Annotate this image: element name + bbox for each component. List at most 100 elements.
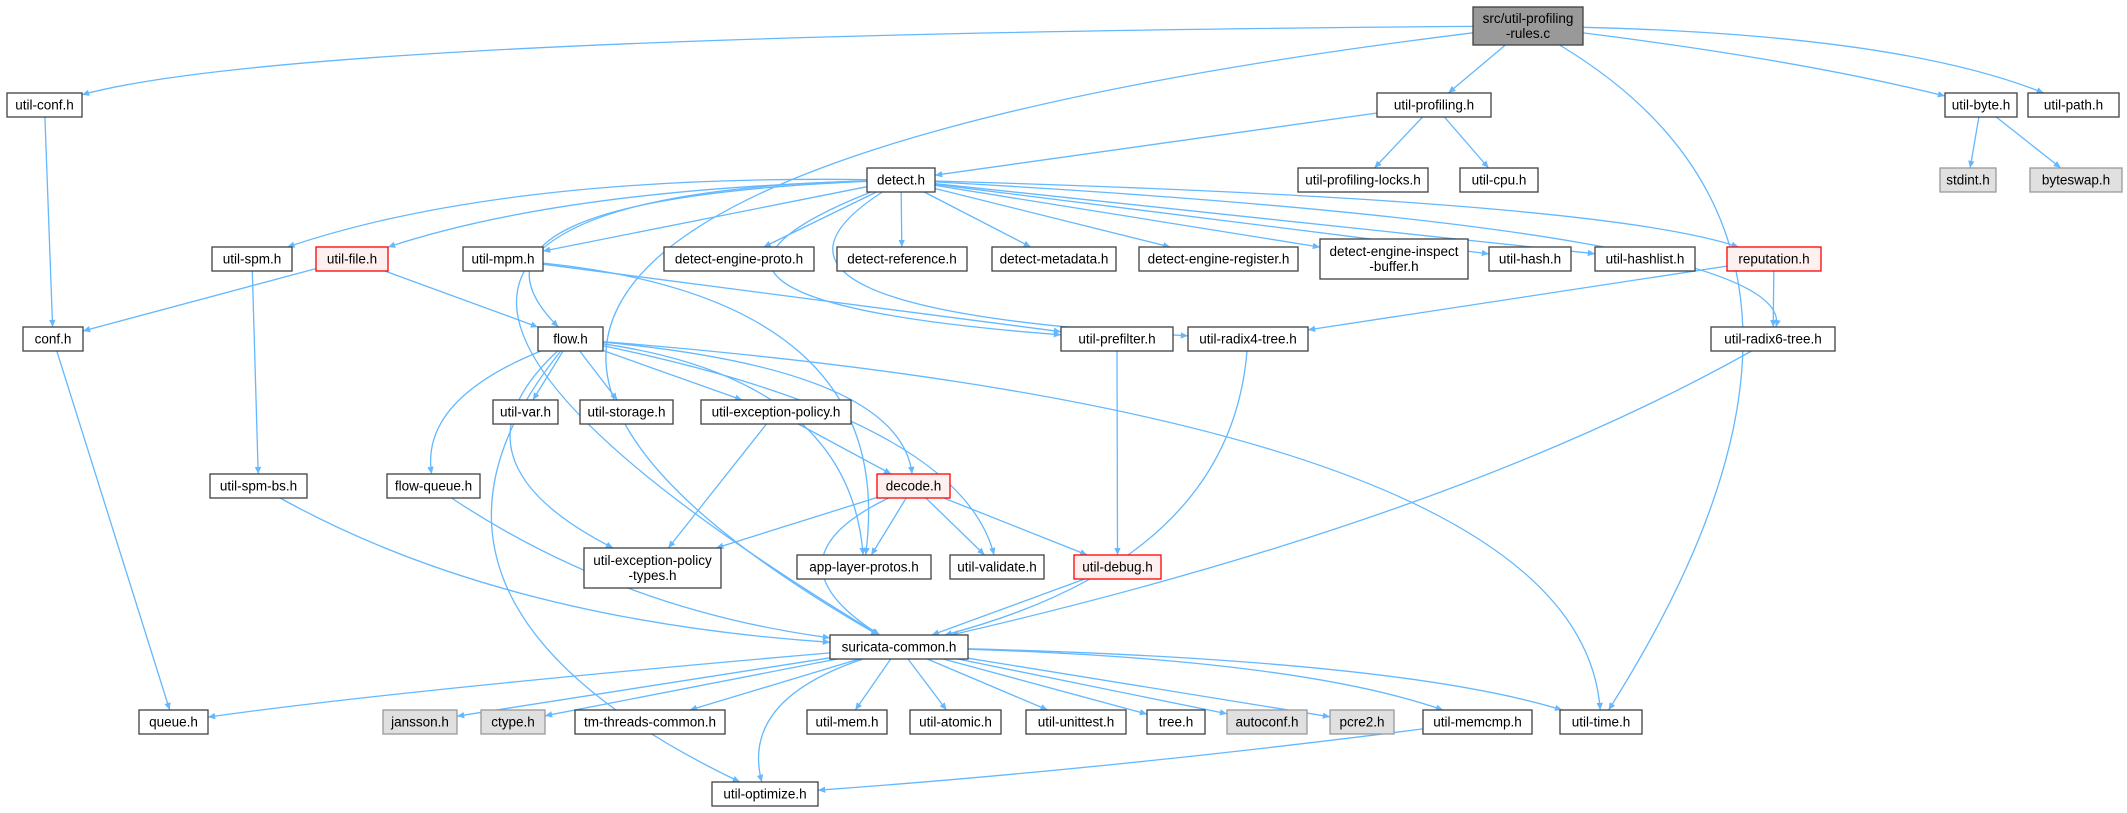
node-reputation[interactable]: reputation.h <box>1726 246 1822 272</box>
edge-suricata-common-to-util-time <box>967 648 1563 711</box>
node-util-byte[interactable]: util-byte.h <box>1944 92 2018 118</box>
node-box <box>1146 709 1206 735</box>
node-util-mem[interactable]: util-mem.h <box>806 709 888 735</box>
node-util-cpu[interactable]: util-cpu.h <box>1459 167 1539 193</box>
node-box <box>315 246 389 272</box>
node-detect-engine-register[interactable]: detect-engine-register.h <box>1138 246 1299 272</box>
node-suricata-common[interactable]: suricata-common.h <box>829 634 969 660</box>
node-label: util-time.h <box>1572 715 1631 730</box>
node-box <box>1944 92 2018 118</box>
edge-suricata-common-to-ctype <box>544 658 838 718</box>
node-label: jansson.h <box>390 715 449 730</box>
node-util-time[interactable]: util-time.h <box>1559 709 1643 735</box>
node-label: util-debug.h <box>1082 560 1153 575</box>
node-util-atomic[interactable]: util-atomic.h <box>909 709 1002 735</box>
node-ctype: ctype.h <box>480 709 546 735</box>
edge-util-profiling-to-util-profiling-locks <box>1373 116 1424 169</box>
edge-util-mpm-to-util-prefilter <box>542 263 1062 334</box>
node-util-unittest[interactable]: util-unittest.h <box>1025 709 1127 735</box>
node-detect-engine-proto[interactable]: detect-engine-proto.h <box>663 246 815 272</box>
node-util-exception-policy-types[interactable]: util-exception-policy-types.h <box>583 547 722 589</box>
edge-util-file-to-conf <box>82 267 317 333</box>
node-util-profiling[interactable]: util-profiling.h <box>1376 92 1492 118</box>
node-label: util-mpm.h <box>471 252 534 267</box>
edge-util-spm-to-util-spm-bs <box>251 270 262 475</box>
edge-suricata-common-to-tree <box>943 658 1148 716</box>
node-flow[interactable]: flow.h <box>537 326 604 352</box>
node-flow-queue[interactable]: flow-queue.h <box>386 473 481 499</box>
node-util-path[interactable]: util-path.h <box>2027 92 2120 118</box>
node-box <box>382 709 458 735</box>
edge-root-to-util-byte <box>1582 32 1946 98</box>
node-label: ctype.h <box>491 715 535 730</box>
edge-util-byte-to-byteswap <box>1995 116 2062 169</box>
node-util-hashlist[interactable]: util-hashlist.h <box>1594 246 1696 272</box>
node-decode[interactable]: decode.h <box>876 473 951 499</box>
edge-flow-to-util-exception-policy-types <box>509 350 614 549</box>
node-root[interactable]: src/util-profiling-rules.c <box>1472 6 1584 46</box>
edge-util-radix6-tree-to-suricata-common <box>950 350 1752 637</box>
node-util-prefilter[interactable]: util-prefilter.h <box>1060 326 1174 352</box>
node-detect-reference[interactable]: detect-reference.h <box>836 246 968 272</box>
node-app-layer-protos[interactable]: app-layer-protos.h <box>796 554 932 580</box>
node-label: detect.h <box>877 173 925 188</box>
node-label: byteswap.h <box>2042 173 2110 188</box>
node-label: util-memcmp.h <box>1433 715 1522 730</box>
node-util-radix4-tree[interactable]: util-radix4-tree.h <box>1187 326 1309 352</box>
node-label: util-exception-policy <box>593 553 712 568</box>
node-util-profiling-locks[interactable]: util-profiling-locks.h <box>1297 167 1429 193</box>
node-label: app-layer-protos.h <box>809 560 919 575</box>
edge-root-to-util-path <box>1582 26 2045 94</box>
node-util-mpm[interactable]: util-mpm.h <box>462 246 544 272</box>
node-util-conf[interactable]: util-conf.h <box>6 92 83 118</box>
node-util-spm[interactable]: util-spm.h <box>211 246 293 272</box>
node-label: queue.h <box>149 715 198 730</box>
edge-flow-to-flow-queue <box>427 350 542 475</box>
node-detect-engine-inspect-buffer[interactable]: detect-engine-inspect-buffer.h <box>1319 238 1469 280</box>
node-label: -rules.c <box>1506 26 1551 41</box>
node-tree[interactable]: tree.h <box>1146 709 1206 735</box>
edge-decode-to-util-debug <box>943 497 1088 556</box>
node-box <box>574 709 726 735</box>
node-box <box>579 399 674 425</box>
node-box <box>796 554 932 580</box>
node-byteswap: byteswap.h <box>2029 167 2123 193</box>
node-label: flow.h <box>553 332 588 347</box>
node-label: pcre2.h <box>1339 715 1384 730</box>
node-util-file[interactable]: util-file.h <box>315 246 389 272</box>
node-util-validate[interactable]: util-validate.h <box>949 554 1045 580</box>
node-util-debug[interactable]: util-debug.h <box>1073 554 1162 580</box>
edge-util-radix4-tree-to-suricata-common <box>944 350 1248 637</box>
node-util-memcmp[interactable]: util-memcmp.h <box>1422 709 1533 735</box>
edge-root-to-util-profiling <box>1447 44 1506 94</box>
node-tm-threads-common[interactable]: tm-threads-common.h <box>574 709 726 735</box>
node-box <box>1025 709 1127 735</box>
node-util-spm-bs[interactable]: util-spm-bs.h <box>209 473 308 499</box>
node-util-hash[interactable]: util-hash.h <box>1488 246 1572 272</box>
node-layer: src/util-profiling-rules.c util-conf.h uti… <box>6 6 2123 807</box>
node-util-radix6-tree[interactable]: util-radix6-tree.h <box>1710 326 1836 352</box>
node-label: reputation.h <box>1738 252 1809 267</box>
edge-util-memcmp-to-util-optimize <box>817 728 1424 793</box>
node-label: util-spm.h <box>223 252 282 267</box>
node-label: decode.h <box>886 479 942 494</box>
node-label: util-byte.h <box>1952 98 2011 113</box>
node-box <box>1726 246 1822 272</box>
node-util-var[interactable]: util-var.h <box>492 399 559 425</box>
node-box <box>480 709 546 735</box>
node-conf[interactable]: conf.h <box>22 326 84 352</box>
node-label: autoconf.h <box>1235 715 1298 730</box>
node-box <box>1459 167 1539 193</box>
node-util-exception-policy[interactable]: util-exception-policy.h <box>700 399 852 425</box>
edge-flow-to-util-time <box>602 340 1603 711</box>
edge-reputation-to-util-radix4-tree <box>1307 265 1728 332</box>
node-detect-metadata[interactable]: detect-metadata.h <box>991 246 1117 272</box>
node-detect[interactable]: detect.h <box>866 167 936 193</box>
node-box <box>537 326 604 352</box>
node-label: util-cpu.h <box>1472 173 1527 188</box>
node-label: tree.h <box>1159 715 1194 730</box>
node-util-optimize[interactable]: util-optimize.h <box>711 781 819 807</box>
node-queue[interactable]: queue.h <box>138 709 209 735</box>
node-box <box>1138 246 1299 272</box>
node-util-storage[interactable]: util-storage.h <box>579 399 674 425</box>
